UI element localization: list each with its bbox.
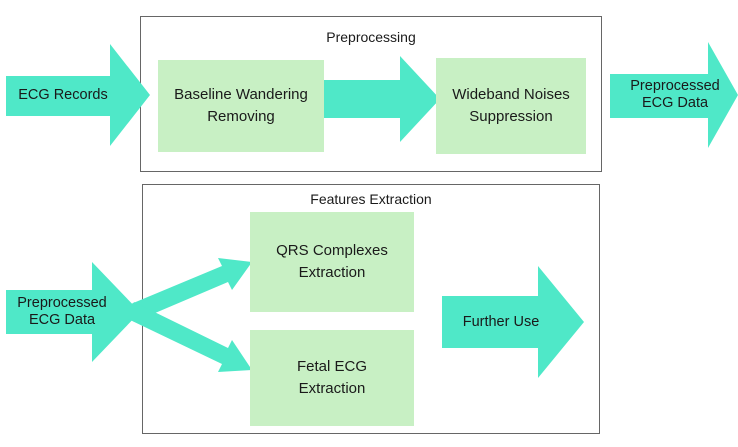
split-arrow-to-fetal [126,302,252,372]
further-use-arrow [442,266,584,378]
further-use-label: Further Use [462,314,540,331]
baseline-wandering-removing-box: Baseline Wandering Removing [158,60,324,152]
features-input-label: Preprocessed ECG Data [17,294,107,328]
fetal-ecg-extraction-box: Fetal ECG Extraction [250,330,414,426]
preprocessing-mid-arrow [322,56,440,142]
wideband-noises-suppression-box: Wideband Noises Suppression [436,58,586,154]
preprocessing-title: Preprocessing [326,29,416,45]
ecg-records-label: ECG Records [18,87,108,104]
preprocessed-output-arrow [610,42,738,148]
features-extraction-title: Features Extraction [310,191,432,207]
preprocessed-output-label: Preprocessed ECG Data [630,77,720,111]
features-input-arrow [6,262,140,362]
ecg-records-arrow [6,44,150,146]
split-arrow-to-qrs [126,258,252,322]
qrs-complexes-extraction-box: QRS Complexes Extraction [250,212,414,312]
